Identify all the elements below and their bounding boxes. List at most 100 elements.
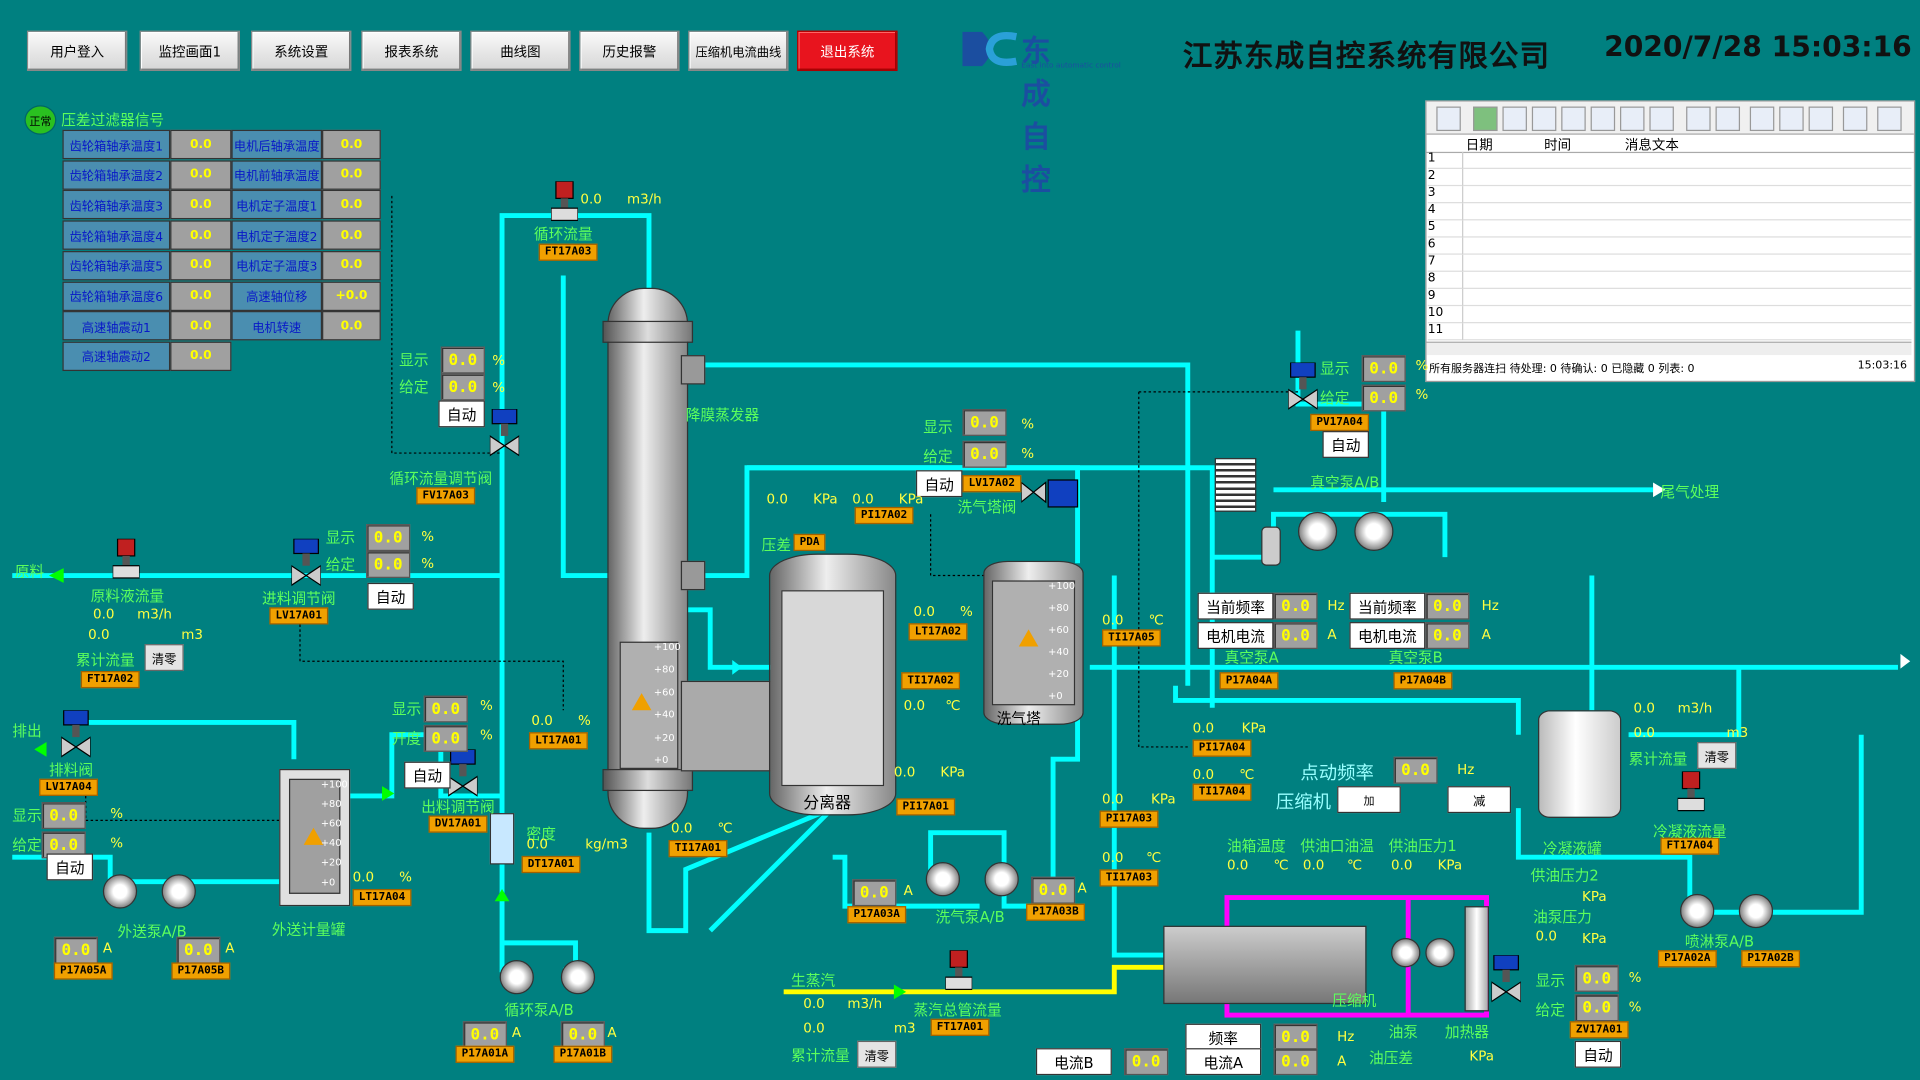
steam-clear-button[interactable]: 清零 (857, 1040, 897, 1068)
tower-scale-tick: +20 (1048, 668, 1069, 680)
toolbar-print-icon[interactable] (1686, 106, 1711, 132)
feed-clear-button[interactable]: 清零 (144, 644, 184, 672)
temp-label-right: 电机定子温度1 (231, 190, 323, 220)
ti01-value: 0.0 (671, 820, 693, 837)
oil-p2-label: 供油压力2 (1530, 866, 1599, 885)
company-logo: 东成自控 East into automatic control (958, 27, 1121, 197)
toolbar-check-icon[interactable] (1590, 106, 1616, 132)
toolbar-settings-icon[interactable] (1649, 106, 1674, 132)
compressor-current-curve-button[interactable]: 压缩机电流曲线 (688, 30, 789, 72)
pi03-unit: KPa (1151, 791, 1176, 807)
spray-pump-label: 喷淋泵A/B (1684, 933, 1755, 951)
vac-b-freq-label: 当前频率 (1349, 592, 1426, 620)
out-auto-button[interactable]: 自动 (404, 761, 451, 789)
login-button[interactable]: 用户登入 (26, 30, 128, 72)
toolbar-up-icon[interactable] (1779, 106, 1804, 132)
tag-ft17a04: FT17A04 (1660, 837, 1720, 855)
alarm-row-number: 9 (1427, 289, 1463, 307)
out-show-unit: % (480, 697, 493, 714)
alarm-row-number: 8 (1427, 272, 1463, 289)
lv04-auto-button[interactable]: 自动 (46, 853, 94, 881)
evap-scale-tick: +100 (653, 641, 681, 653)
monitor-screen-button[interactable]: 监控画面1 (139, 30, 241, 72)
separator-label: 分离器 (803, 794, 852, 814)
tag-p17a05a: P17A05A (53, 962, 113, 980)
comp-freq-unit: Hz (1337, 1028, 1355, 1045)
tag-p17a04a: P17A04A (1219, 672, 1279, 690)
history-alarm-button[interactable]: 历史报警 (579, 30, 680, 72)
oil-temp-unit: ℃ (1273, 857, 1289, 874)
out-valve-label: 出料调节阀 (421, 798, 495, 816)
toolbar-export-icon[interactable] (1842, 106, 1868, 132)
wash-pump-a-icon (925, 862, 961, 897)
report-system-button[interactable]: 报表系统 (361, 30, 462, 72)
evap-scale-tick: +60 (653, 686, 675, 698)
cir-pump-a-icon (499, 960, 534, 995)
feed-show-display: 0.0 (366, 524, 411, 552)
toolbar-filter-icon[interactable] (1620, 106, 1645, 132)
jog-sub-button[interactable]: 减 (1447, 786, 1512, 814)
toolbar-refresh-icon[interactable] (1715, 106, 1741, 132)
feed-auto-button[interactable]: 自动 (367, 582, 414, 610)
tag-lt17a02: LT17A02 (908, 623, 968, 641)
condensate-tank (1537, 710, 1622, 818)
col-time: 时间 (1544, 137, 1572, 154)
heater-vessel (1464, 906, 1489, 1012)
lv02-show-display: 0.0 (962, 408, 1007, 436)
temp-value-left: 0.0 (170, 220, 232, 250)
tag-p17a03b: P17A03B (1026, 903, 1085, 921)
cir-auto-button[interactable]: 自动 (438, 400, 485, 428)
tag-lv17a04: LV17A04 (39, 778, 98, 796)
cir-valve-icon (489, 408, 520, 457)
toolbar-lock2-icon[interactable] (1877, 106, 1902, 132)
pv04-show-display: 0.0 (1361, 355, 1406, 383)
cond-tank-label: 冷凝液罐 (1542, 840, 1602, 858)
toolbar-lock-icon[interactable] (1531, 106, 1557, 132)
alarm-scrollbar[interactable] (1426, 341, 1912, 356)
p05a-unit: A (102, 940, 113, 957)
pda-value: 0.0 (766, 491, 788, 507)
comp-curA-unit: A (1337, 1053, 1347, 1069)
toolbar-edit-icon[interactable] (1436, 106, 1461, 132)
wash-pump-label: 洗气泵A/B (935, 908, 1005, 926)
out-tank-scale-tick: +80 (320, 798, 342, 810)
vac-b-freq-display: 0.0 (1425, 592, 1470, 620)
curve-chart-button[interactable]: 曲线图 (470, 30, 571, 72)
pipe-comp-in (1111, 575, 1164, 958)
cir-flow-meter-icon (551, 181, 578, 222)
lt01-unit: % (577, 712, 591, 729)
toolbar-ack-icon[interactable] (1473, 106, 1498, 132)
cir-set-unit: % (492, 379, 506, 396)
oil-p1-unit: KPa (1437, 857, 1463, 874)
toolbar-sort-icon[interactable] (1749, 106, 1775, 132)
wash-tower-label: 洗气塔 (996, 710, 1041, 728)
lv02-auto-button[interactable]: 自动 (915, 470, 963, 498)
tag-pda: PDA (793, 533, 826, 552)
ti05-value: 0.0 (1102, 612, 1124, 629)
system-settings-button[interactable]: 系统设置 (251, 30, 352, 72)
pv04-auto-button[interactable]: 自动 (1322, 431, 1369, 458)
zv-auto-button[interactable]: 自动 (1574, 1040, 1622, 1068)
tag-lt17a01: LT17A01 (528, 732, 588, 750)
jog-add-button[interactable]: 加 (1337, 786, 1401, 814)
toolbar-list-icon[interactable] (1502, 106, 1527, 132)
temp-value-left: 0.0 (170, 129, 232, 160)
lv04-set-unit: % (110, 835, 124, 852)
alarm-row-number: 11 (1427, 323, 1463, 341)
alarm-row (1462, 271, 1912, 289)
exit-system-button[interactable]: 退出系统 (797, 30, 898, 72)
vac-a-current-display: 0.0 (1273, 622, 1318, 649)
out-open-display: 0.0 (423, 724, 468, 752)
out-pump-b-icon (161, 874, 196, 909)
tag-p17a03a: P17A03A (847, 906, 907, 924)
cond-clear-button[interactable]: 清零 (1697, 742, 1737, 769)
lv02-set-unit: % (1021, 445, 1035, 462)
comp-freq-label: 频率 (1185, 1023, 1262, 1051)
vac-b-current-display: 0.0 (1425, 622, 1470, 649)
p01a-unit: A (511, 1024, 522, 1041)
feed-total-value: 0.0 (88, 626, 110, 643)
toolbar-chart-icon[interactable] (1561, 106, 1586, 132)
toolbar-down-icon[interactable] (1808, 106, 1834, 132)
feed-flow-meter-icon (112, 538, 140, 579)
